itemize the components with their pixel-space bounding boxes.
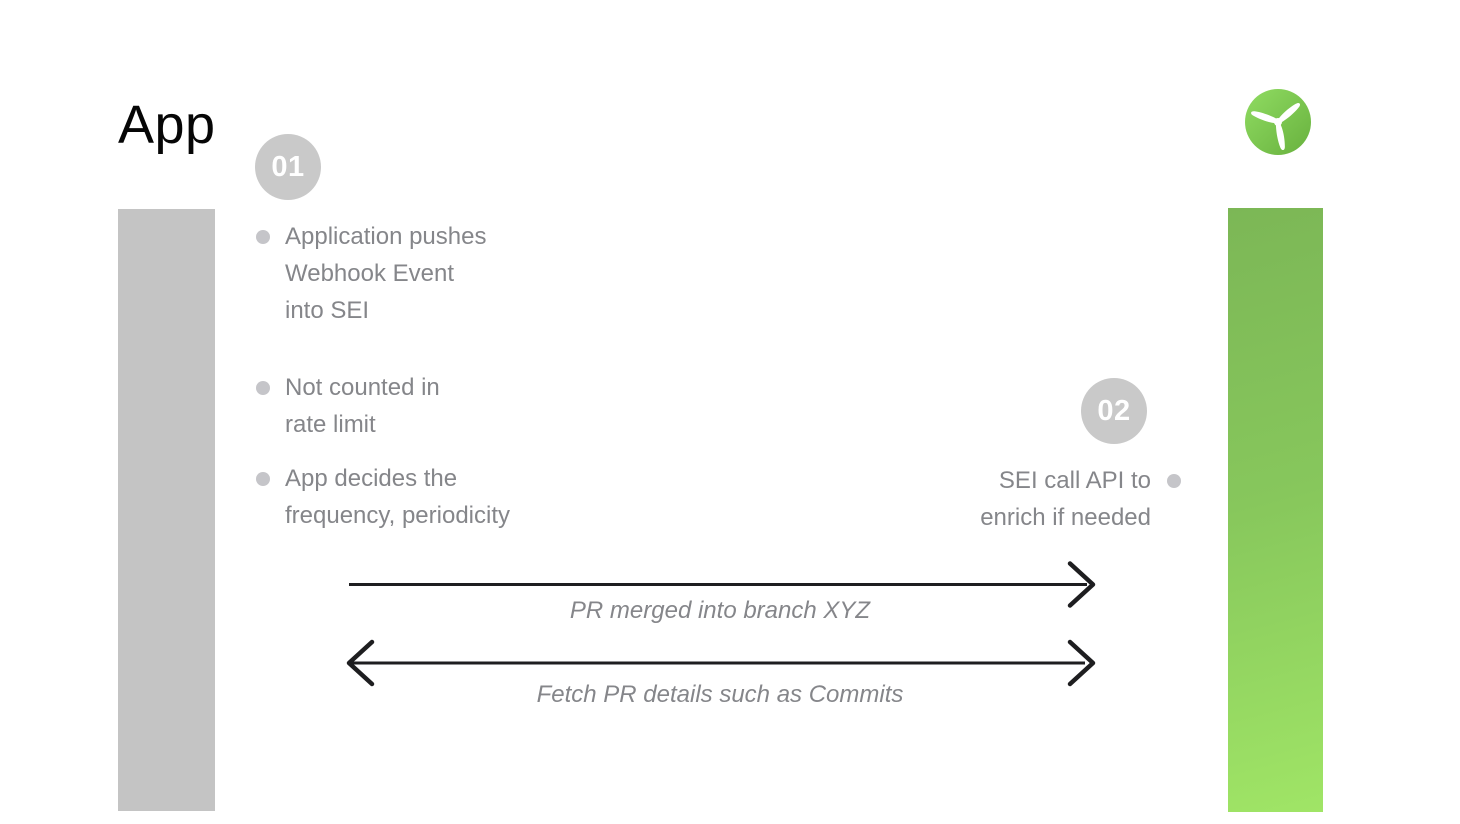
bidirectional-arrow-label: Fetch PR details such as Commits: [536, 681, 904, 708]
bullet-dot-icon: [1167, 474, 1181, 488]
bullet-dot-icon: [256, 381, 270, 395]
note-line: SEI call API to: [998, 467, 1151, 494]
list-item: App decides the frequency, periodicity: [256, 460, 510, 534]
bidirectional-arrow-icon: [346, 639, 1096, 687]
sei-note: SEI call API to enrich if needed: [980, 462, 1181, 536]
bullet-dot-icon: [256, 472, 270, 486]
propeller-logo-icon: [1245, 89, 1311, 155]
bullet-line: into SEI: [285, 297, 370, 324]
bullet-text: Not counted in rate limit: [285, 369, 440, 443]
bullet-line: Webhook Event: [285, 260, 454, 287]
sei-note-text: SEI call API to enrich if needed: [980, 462, 1151, 536]
sei-lane-bar: [1228, 208, 1323, 812]
bullet-dot-icon: [256, 230, 270, 244]
note-line: enrich if needed: [980, 504, 1151, 531]
step-2-badge: 02: [1081, 378, 1147, 444]
forward-arrow-icon: [349, 561, 1096, 608]
bullet-line: rate limit: [285, 411, 376, 438]
list-item: Not counted in rate limit: [256, 369, 440, 443]
forward-arrow-label: PR merged into branch XYZ: [569, 597, 871, 624]
bullet-line: Not counted in: [285, 374, 440, 401]
bullet-text: App decides the frequency, periodicity: [285, 460, 510, 534]
page-title: App: [118, 95, 216, 155]
step-1-badge: 01: [255, 134, 321, 200]
app-lane-bar: [118, 209, 215, 811]
list-item: Application pushes Webhook Event into SE…: [256, 218, 486, 329]
bullet-line: frequency, periodicity: [285, 502, 510, 529]
bullet-line: Application pushes: [285, 223, 487, 250]
bullet-line: App decides the: [285, 465, 458, 492]
bullet-text: Application pushes Webhook Event into SE…: [285, 218, 486, 329]
